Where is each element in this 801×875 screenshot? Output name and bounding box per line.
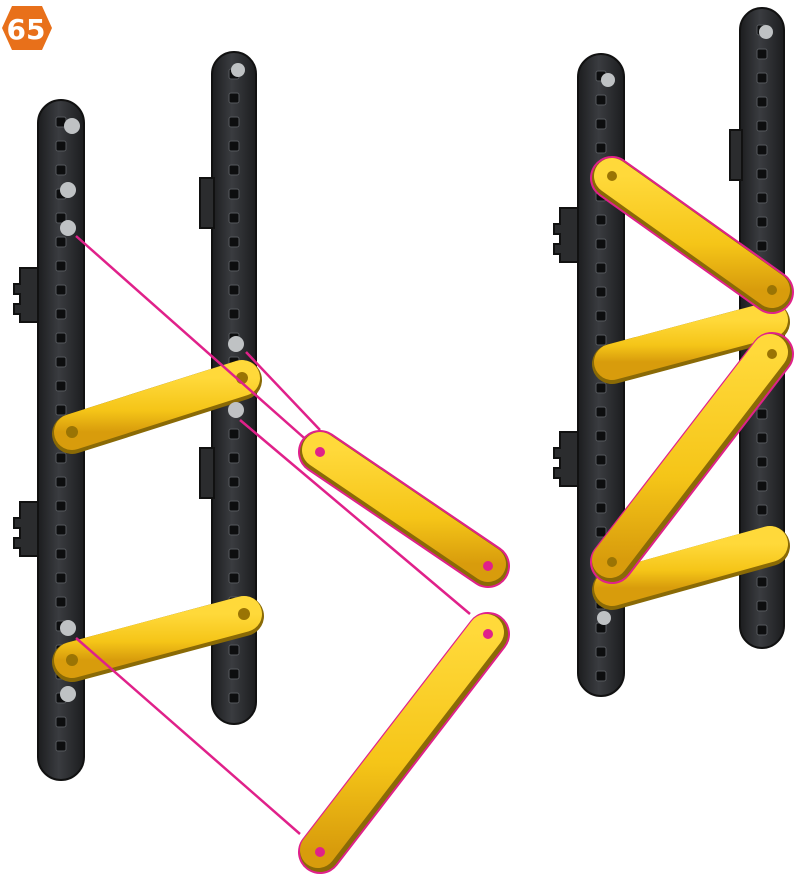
beam-hole [56,237,66,247]
step-number-badge: 65 [2,6,52,50]
beam-hole [757,433,767,443]
beam-hole [229,189,239,199]
yellow-link-floating-lower [315,629,493,857]
beam-hole [596,335,606,345]
exploded-view [14,52,493,857]
beam-hole [757,601,767,611]
beam-hole [596,479,606,489]
beam-hole [229,141,239,151]
step-number: 65 [7,13,46,46]
beam-hole [596,455,606,465]
beam-hole [596,527,606,537]
beam-hole [56,597,66,607]
beam-hole [757,409,767,419]
beam-hole [596,311,606,321]
beam-hole [596,119,606,129]
corner-connector-icon [14,268,40,322]
beam-hole [229,285,239,295]
beam-hole [596,239,606,249]
beam-hole [229,309,239,319]
beam-hole [757,97,767,107]
beam-hole [56,525,66,535]
guide-line [76,638,300,834]
beam-hole [757,505,767,515]
beam-hole [596,407,606,417]
beam-hole [56,309,66,319]
beam-hole [596,647,606,657]
beam-hole [229,213,239,223]
beam-hole [757,625,767,635]
beam-hole [56,717,66,727]
beam-hole [596,383,606,393]
beam-hole [757,145,767,155]
beam-hole [56,549,66,559]
beam-hole [56,453,66,463]
beam-hole [56,333,66,343]
beam-hole [229,261,239,271]
beam-hole [56,261,66,271]
beam-hole [229,237,239,247]
beam-hole [56,741,66,751]
beam-hole [229,549,239,559]
beam-hole [757,193,767,203]
beam-hole [229,573,239,583]
beam-hole [56,165,66,175]
beam-hole [757,217,767,227]
beam-hole [229,525,239,535]
yellow-link-floating-upper [315,447,493,571]
beam-hole [56,501,66,511]
beam-hole [56,357,66,367]
beam-hole [229,165,239,175]
beam-hole [229,429,239,439]
beam-hole [596,671,606,681]
beam-hole [56,573,66,583]
beam-hole [229,117,239,127]
beam-hole [596,263,606,273]
beam-hole [757,121,767,131]
beam-hole [56,381,66,391]
beam-hole [757,73,767,83]
beam-hole [757,457,767,467]
beam-hole [229,669,239,679]
beam-hole [757,169,767,179]
beam-hole [229,693,239,703]
beam-hole [596,143,606,153]
beam-hole [56,405,66,415]
beam-hole [56,141,66,151]
beam-hole [56,477,66,487]
beam-hole [757,241,767,251]
assembled-view [554,8,784,696]
beam-hole [229,453,239,463]
beam-hole [596,431,606,441]
corner-connector-icon [14,502,40,556]
beam-hole [596,95,606,105]
beam-hole [56,285,66,295]
beam-hole [596,503,606,513]
beam-hole [757,49,767,59]
beam-hole [757,481,767,491]
beam-hole [229,645,239,655]
beam-hole [757,577,767,587]
beam-hole [596,215,606,225]
beam-hole [229,501,239,511]
beam-hole [596,287,606,297]
beam-hole [229,93,239,103]
beam-hole [229,477,239,487]
